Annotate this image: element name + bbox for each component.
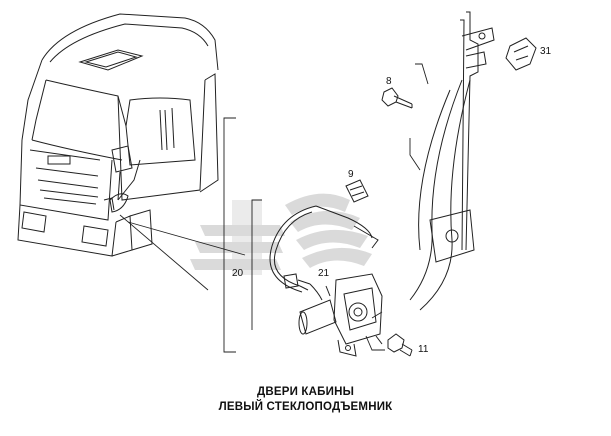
callout-20: 20 [232, 268, 244, 279]
leader-lines [119, 63, 429, 353]
caption-subtitle: ЛЕВЫЙ СТЕКЛОПОДЪЕМНИК [218, 401, 393, 413]
bolt-8-icon [381, 87, 413, 109]
callout-9: 9 [348, 169, 354, 180]
callout-11: 11 [418, 344, 429, 355]
iveco-logo-watermark [190, 193, 372, 275]
connector-20 [283, 273, 323, 301]
caption-title: ДВЕРИ КАБИНЫ [256, 386, 355, 398]
callout-8: 8 [386, 76, 392, 87]
clip-9-icon [345, 179, 369, 203]
callout-21: 21 [318, 268, 330, 279]
bolt-11-icon [387, 333, 413, 357]
bracket-31-icon [505, 37, 537, 71]
window-regulator-assembly [269, 11, 495, 311]
regulator-motor [298, 273, 383, 357]
callout-31: 31 [540, 46, 552, 57]
truck-cab-illustration [17, 13, 219, 257]
